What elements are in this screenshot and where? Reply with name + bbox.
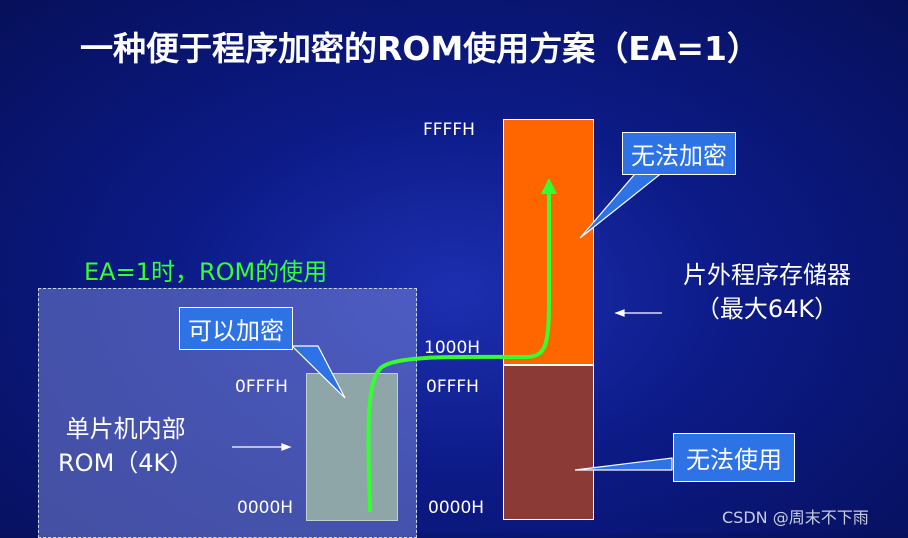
internal-label-line2: ROM（4K） [58, 449, 194, 477]
external-rom-label: 片外程序存储器 （最大64K） [683, 258, 851, 326]
arrow-internal-label [232, 443, 292, 451]
program-flow-arrowhead [541, 178, 557, 194]
external-rom-lower-block [503, 365, 594, 520]
internal-rom-label: 单片机内部 ROM（4K） [58, 412, 193, 480]
program-flow-arrow [366, 192, 551, 513]
external-label-line2: （最大64K） [695, 295, 839, 323]
ea-label: EA=1时，ROM的使用 [84, 258, 328, 286]
arrow-external-label [614, 309, 662, 317]
internal-rom-block [306, 373, 398, 521]
external-addr-bottom: 0000H [428, 498, 485, 518]
slide-title: 一种便于程序加密的ROM使用方案（EA=1） [80, 29, 760, 68]
internal-addr-top: 0FFFH [235, 377, 288, 397]
external-addr-top: FFFFH [423, 120, 475, 140]
watermark: CSDN @周末不下雨 [722, 508, 869, 527]
internal-label-line1: 单片机内部 [65, 415, 186, 443]
internal-addr-bottom: 0000H [237, 498, 294, 518]
callout-pointer-encryptable [290, 345, 346, 399]
external-label-line1: 片外程序存储器 [683, 261, 851, 289]
callout-not-encryptable: 无法加密 [622, 132, 736, 175]
callout-encryptable: 可以加密 [179, 307, 293, 350]
callout-pointer-unusable [574, 457, 673, 471]
callout-pointer-not-encryptable-top [579, 167, 670, 239]
external-addr-lower-top: 0FFFH [426, 377, 479, 397]
external-addr-mid: 1000H [424, 338, 481, 358]
callout-unusable: 无法使用 [673, 433, 795, 482]
